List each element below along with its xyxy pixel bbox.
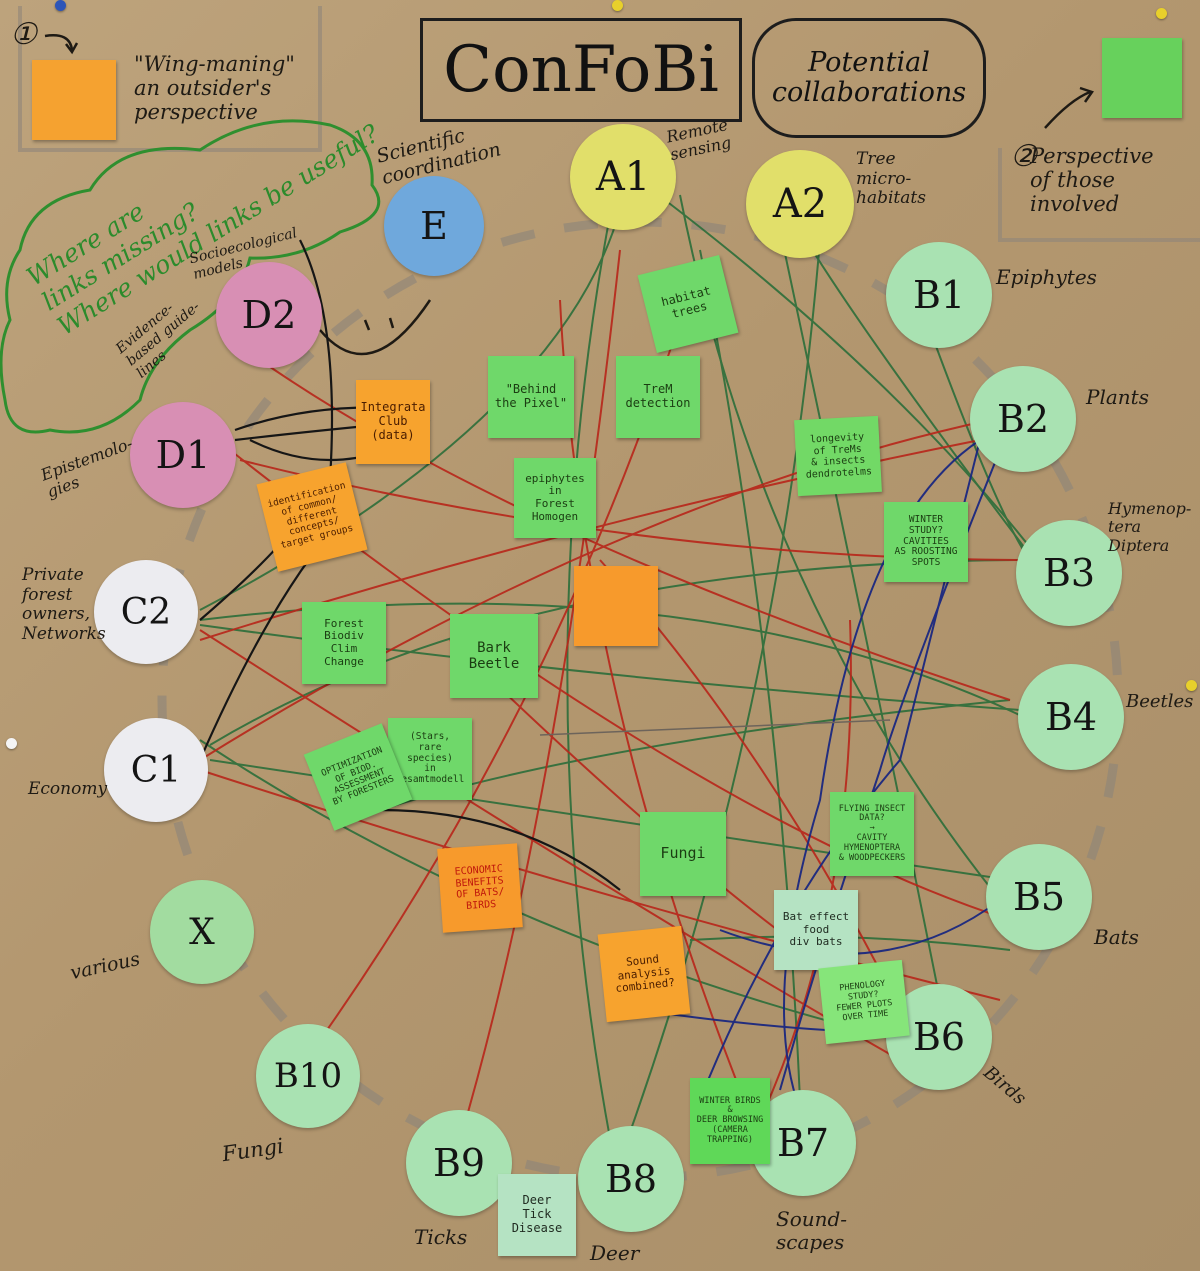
node-b5: B5 <box>986 844 1092 950</box>
note-bark-beetle: Bark Beetle <box>450 614 538 698</box>
note-integrata-club: Integrata Club (data) <box>356 380 430 464</box>
note-behind-the-pixel: "Behind the Pixel" <box>488 356 574 438</box>
node-b3: B3 <box>1016 520 1122 626</box>
node-d2: D2 <box>216 262 322 368</box>
caption-b8: Deer <box>590 1241 640 1265</box>
node-b2: B2 <box>970 366 1076 472</box>
caption-a2: Tree micro- habitats <box>856 149 926 209</box>
node-b1: B1 <box>886 242 992 348</box>
legend-orange-note <box>32 60 116 140</box>
smiley-eye-left <box>363 319 371 331</box>
note-economic-benefits: ECONOMIC BENEFITS OF BATS/ BIRDS <box>437 843 523 933</box>
note-deer-tick: Deer Tick Disease <box>498 1174 576 1256</box>
node-a2: A2 <box>746 150 854 258</box>
note-rare-species: (Stars, rare species) in Gesamtmodell <box>388 718 472 800</box>
legend-marker-2: ② <box>1010 139 1037 174</box>
pin-yellow <box>612 0 623 11</box>
legend-green-note <box>1102 38 1182 118</box>
legend-marker-1: ① <box>10 17 37 52</box>
legend-border-left <box>18 6 322 152</box>
note-epiphytes-forest: epiphytes in Forest Homogen <box>514 458 596 538</box>
caption-b4: Beetles <box>1126 691 1194 712</box>
caption-c2: Private forest owners, Networks <box>22 565 106 644</box>
arrow-2-head <box>1079 86 1094 103</box>
note-longevity: longevity of TreMs & insects dendrotelms <box>794 415 882 497</box>
caption-b2: Plants <box>1086 385 1149 409</box>
page-title: ConFoBi <box>420 18 742 122</box>
node-b9: B9 <box>406 1110 512 1216</box>
node-b8: B8 <box>578 1126 684 1232</box>
caption-b1: Epiphytes <box>996 265 1097 289</box>
pin-white <box>6 738 17 749</box>
question-cloud <box>0 119 381 434</box>
smiley-eye-right <box>388 317 395 329</box>
caption-b3: Hymenop- tera Diptera <box>1108 499 1192 555</box>
note-trem-detection: TreM detection <box>616 356 700 438</box>
node-a1: A1 <box>570 124 676 230</box>
caption-b7: Sound- scapes <box>776 1207 848 1254</box>
arrow-1-head <box>65 42 79 55</box>
arrow-1 <box>44 34 74 51</box>
note-center-orange <box>574 566 658 646</box>
note-winter-birds: WINTER BIRDS & DEER BROWSING (CAMERA TRA… <box>690 1078 770 1164</box>
note-forest-biodiv: Forest Biodiv Clim Change <box>302 602 386 684</box>
note-flying-insect: FLYING INSECT DATA? → CAVITY HYMENOPTERA… <box>830 792 914 876</box>
smiley-mouth <box>319 299 432 356</box>
node-c1: C1 <box>104 718 208 822</box>
arrow-2 <box>1044 90 1091 129</box>
note-bat-food: Bat effect food div bats <box>774 890 858 970</box>
subtitle-bubble: Potential collaborations <box>752 18 986 138</box>
note-sound-analysis: Sound analysis combined? <box>597 925 691 1023</box>
note-fungi: Fungi <box>640 812 726 896</box>
caption-c1: Economy <box>28 779 108 799</box>
node-x: X <box>150 880 254 984</box>
pin-yellow <box>1186 680 1197 691</box>
pin-yellow <box>1156 8 1167 19</box>
legend-text-1: "Wing-maning" an outsider's perspective <box>134 52 295 125</box>
caption-b9: Ticks <box>414 1225 468 1249</box>
note-phenology: PHENOLOGY STUDY? FEWER PLOTS OVER TIME <box>818 959 910 1045</box>
node-b4: B4 <box>1018 664 1124 770</box>
caption-b5: Bats <box>1094 925 1139 949</box>
legend-border-right <box>998 148 1200 242</box>
note-winter-study: WINTER STUDY? CAVITIES AS ROOSTING SPOTS <box>884 502 968 582</box>
node-b10: B10 <box>256 1024 360 1128</box>
node-c2: C2 <box>94 560 198 664</box>
legend-text-2: Perspective of those involved <box>1030 144 1154 217</box>
node-d1: D1 <box>130 402 236 508</box>
node-e: E <box>384 176 484 276</box>
pin-blue <box>55 0 66 11</box>
pencil-line <box>539 719 891 736</box>
